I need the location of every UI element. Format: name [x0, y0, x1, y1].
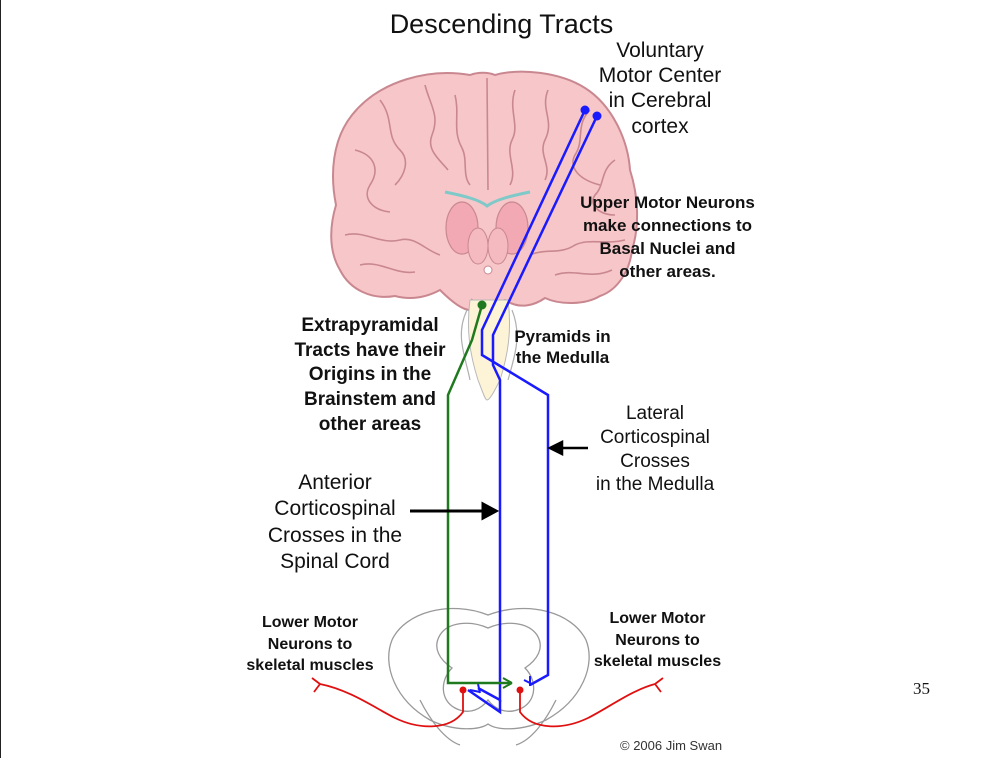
third-ventricle [484, 266, 492, 274]
lower-motor-neuron-left [312, 678, 463, 726]
anterior-tract-crossing [468, 690, 500, 712]
page-title: Descending Tracts [0, 8, 1003, 40]
lower-motor-neuron-left-body [460, 687, 467, 694]
lower-motor-neuron-right-body [517, 687, 524, 694]
label-voluntary-motor-center: Voluntary Motor Center in Cerebral corte… [585, 38, 735, 139]
label-lower-motor-neurons-right: Lower Motor Neurons to skeletal muscles [580, 608, 735, 673]
lower-motor-neuron-right [520, 678, 663, 726]
label-lower-motor-neurons-left: Lower Motor Neurons to skeletal muscles [235, 612, 385, 677]
page-number: 35 [913, 679, 930, 699]
label-pyramids: Pyramids in the Medulla [505, 326, 620, 369]
copyright-notice: © 2006 Jim Swan [620, 738, 722, 754]
label-anterior-corticospinal: Anterior Corticospinal Crosses in the Sp… [255, 470, 415, 575]
extrapyramidal-origin [478, 301, 487, 310]
label-extrapyramidal: Extrapyramidal Tracts have their Origins… [270, 314, 470, 437]
lateral-tract-arrowhead [524, 676, 532, 686]
label-upper-motor-neurons: Upper Motor Neurons make connections to … [555, 192, 780, 284]
thalamus-right [488, 228, 508, 264]
label-lateral-corticospinal: Lateral Corticospinal Crosses in the Med… [570, 402, 740, 497]
thalamus-left [468, 228, 488, 264]
pointer-arrow-anterior [410, 504, 496, 518]
spinal-cord-section [389, 608, 589, 745]
